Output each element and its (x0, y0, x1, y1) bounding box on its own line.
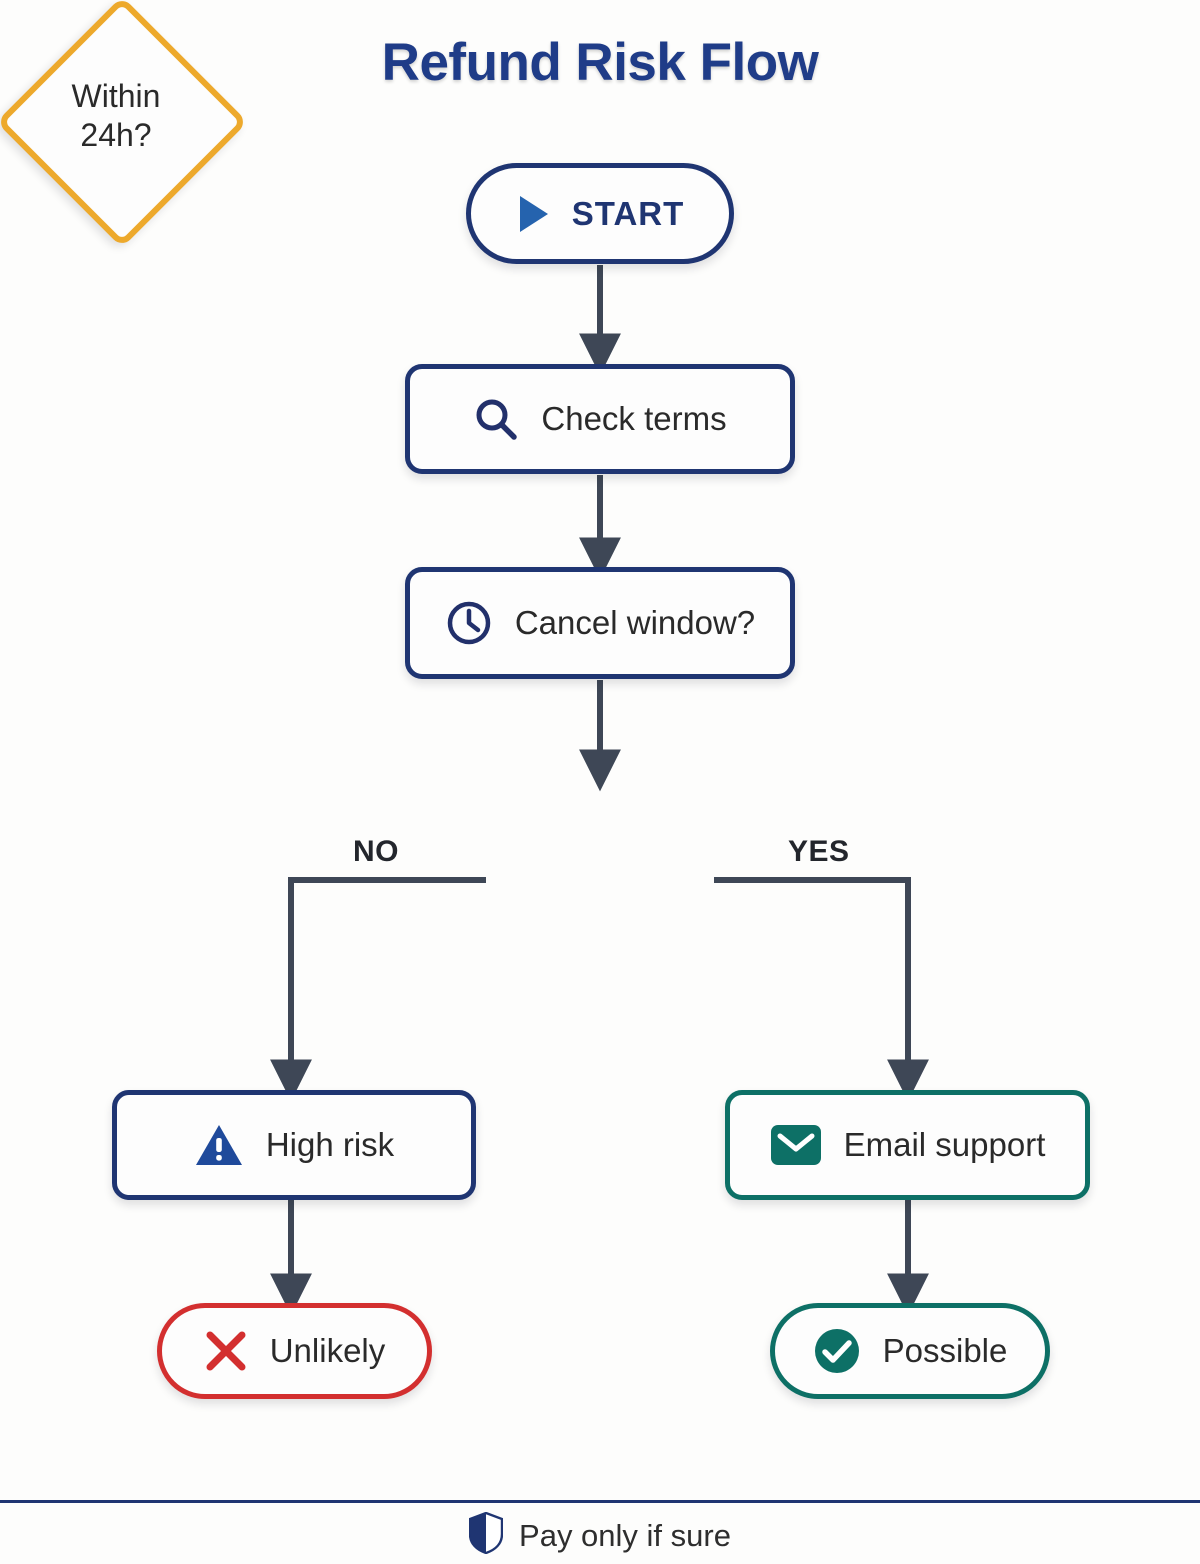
node-high-risk[interactable]: High risk (112, 1090, 476, 1200)
play-icon (516, 194, 552, 234)
node-start[interactable]: START (466, 163, 734, 264)
node-possible[interactable]: Possible (770, 1303, 1050, 1399)
node-decision-line2: 24h? (80, 117, 152, 153)
node-high-risk-label: High risk (265, 1126, 395, 1163)
x-mark-icon (204, 1329, 248, 1373)
node-possible-label: Possible (882, 1332, 1008, 1369)
warning-triangle-icon (194, 1122, 244, 1168)
node-unlikely-label: Unlikely (269, 1332, 386, 1369)
node-check-terms-label: Check terms (541, 400, 727, 437)
node-cancel-window[interactable]: Cancel window? (405, 567, 795, 679)
node-unlikely[interactable]: Unlikely (157, 1303, 432, 1399)
footer-text: Pay only if sure (519, 1517, 731, 1553)
node-email-support[interactable]: Email support (725, 1090, 1090, 1200)
page-title: Refund Risk Flow (381, 33, 819, 92)
footer-divider (0, 1500, 1200, 1503)
node-decision-line1: Within (71, 77, 161, 114)
node-cancel-window-label: Cancel window? (514, 604, 756, 641)
clock-icon (445, 599, 493, 647)
shield-icon (468, 1511, 504, 1559)
search-icon (473, 396, 519, 442)
connector-no-branch (270, 877, 486, 1102)
node-decision-within-24h[interactable]: Within 24h? (0, 0, 248, 248)
branch-label-yes: YES (788, 835, 850, 868)
envelope-icon (770, 1123, 822, 1167)
node-email-support-label: Email support (843, 1126, 1046, 1163)
check-circle-icon (813, 1327, 861, 1375)
branch-label-no: NO (353, 835, 399, 868)
node-start-label: START (571, 194, 685, 232)
connector-yes-branch (714, 877, 929, 1102)
footer: Pay only if sure (0, 1511, 1200, 1559)
node-decision-text: Within 24h? (0, 0, 232, 232)
node-check-terms[interactable]: Check terms (405, 364, 795, 474)
